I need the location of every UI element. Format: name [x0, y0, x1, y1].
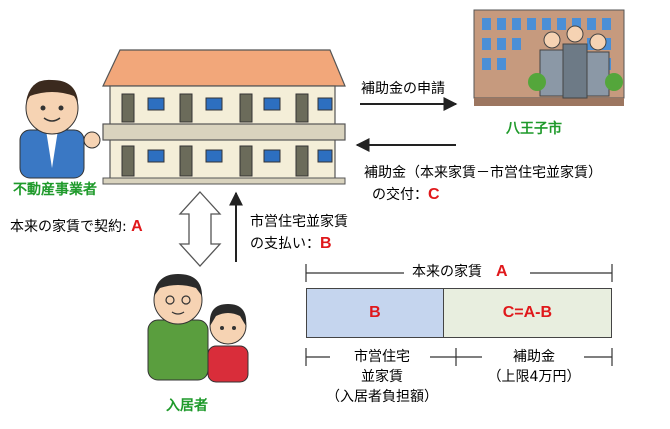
payment-label-line2: の支払い：B — [250, 235, 332, 252]
payment-letter: B — [320, 235, 332, 252]
total-rent-title: 本来の家賃 A — [412, 263, 508, 280]
contract-letter: A — [131, 218, 143, 235]
segment-c-caption: 補助金 （上限4万円） — [487, 349, 581, 385]
rent-bar: B C=A-B — [306, 288, 612, 338]
tenant-label: 入居者 — [166, 398, 208, 414]
grant-letter: C — [428, 186, 440, 203]
application-label: 補助金の申請 — [361, 81, 445, 97]
city-label: 八王子市 — [506, 121, 562, 137]
segment-b-caption: 市営住宅 並家賃 （入居者負担額） — [326, 349, 438, 405]
segment-b-label: B — [369, 304, 381, 321]
payment-label-line1: 市営住宅並家賃 — [250, 214, 348, 230]
grant-label-line1: 補助金（本来家賃－市営住宅並家賃） — [364, 165, 602, 181]
landlord-label: 不動産事業者 — [13, 182, 97, 198]
segment-captions-bracket — [305, 348, 613, 366]
rent-bar-segment-c: C=A-B — [443, 289, 611, 337]
contract-label: 本来の家賃で契約: A — [10, 218, 143, 235]
total-rent-bracket — [305, 264, 613, 282]
grant-label-line2: の交付：C — [372, 186, 440, 203]
contract-double-arrow — [178, 191, 222, 267]
segment-c-label: C=A-B — [502, 304, 553, 321]
total-rent-letter: A — [496, 263, 508, 280]
rent-bar-segment-b: B — [307, 289, 444, 337]
